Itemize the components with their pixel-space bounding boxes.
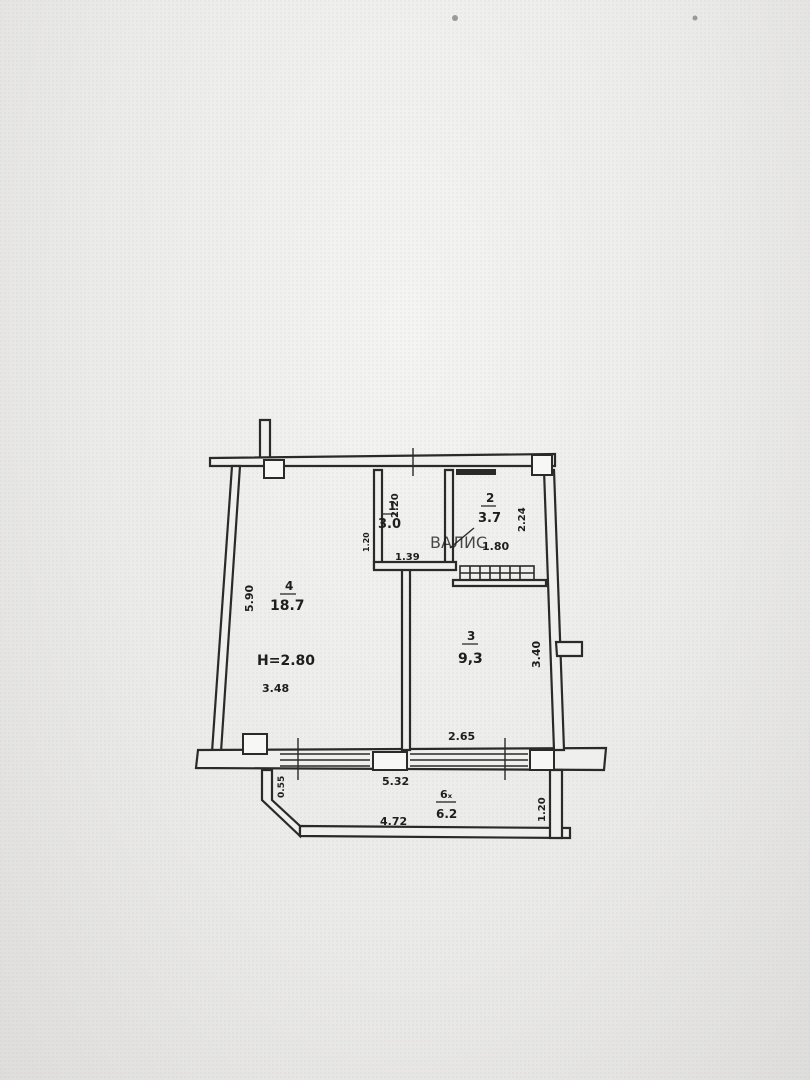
partition-wall: [400, 566, 412, 752]
room1-area: 3.0: [378, 517, 401, 532]
room2-area: 3.7: [478, 511, 501, 526]
room1-number: 1: [388, 499, 396, 513]
columns: [242, 454, 555, 771]
dim-room2-width: 1.80: [482, 540, 509, 553]
dim-balcony-depth: 0.55: [277, 776, 287, 798]
ventilation: [456, 469, 496, 475]
balcony-area: 6.2: [436, 807, 457, 821]
room3-number: 3: [467, 629, 475, 643]
dim-room1-small: 1.20: [362, 532, 371, 552]
balcony-wall-bottom: [298, 824, 572, 840]
watermark-text: ВАЛИС: [430, 533, 487, 552]
speck: [692, 15, 698, 21]
room2-number: 2: [486, 491, 494, 505]
dim-room1-height: 2.20: [390, 493, 401, 518]
room4-number: 4: [285, 579, 293, 593]
room4-area: 18.7: [270, 598, 305, 614]
ceiling-height: H=2.80: [257, 653, 315, 669]
balcony-number: 6ₓ: [440, 788, 453, 801]
speck: [452, 15, 458, 21]
dim-room3-height: 3.40: [530, 641, 543, 668]
dim-room3-width: 2.65: [448, 730, 475, 743]
dim-room2-height: 2.24: [517, 507, 528, 532]
room3-area: 9,3: [458, 651, 483, 667]
windows: [280, 448, 528, 780]
radiator-grille: [459, 565, 535, 581]
dim-balcony-side: 1.20: [537, 797, 548, 822]
door-mark: [449, 527, 475, 549]
dim-balcony-width: 4.72: [380, 815, 407, 828]
room-labels: 1 3.0 2 3.7 3 9,3 4 18.7 H=2.80 6ₓ 6.2: [257, 491, 501, 821]
top-wall: [208, 452, 557, 468]
dim-total-width: 5.32: [382, 775, 409, 788]
dim-room1-width: 1.39: [395, 552, 420, 563]
dim-room4-width: 3.48: [262, 682, 289, 695]
balcony-wall-right: [548, 768, 564, 840]
dimension-labels: 2.20 1.20 1.39 2.24 1.80 5.90 3.48 3.40 …: [243, 493, 548, 828]
dim-room4-height: 5.90: [243, 585, 256, 612]
